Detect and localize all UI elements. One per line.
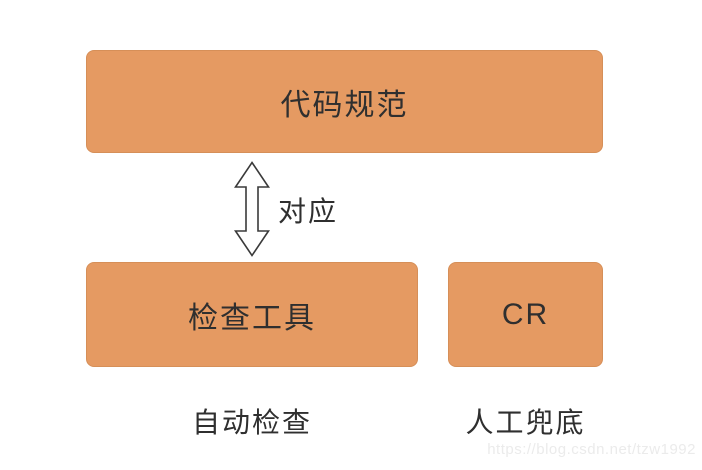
code-review-box: CR	[448, 262, 603, 367]
code-standard-box: 代码规范	[86, 50, 603, 153]
check-tool-box: 检查工具	[86, 262, 418, 367]
watermark-text: https://blog.csdn.net/tzw1992	[487, 441, 696, 458]
correspondence-label: 对应	[278, 196, 339, 227]
code-review-label: CR	[501, 297, 550, 331]
code-standard-label: 代码规范	[280, 88, 409, 122]
manual-fallback-caption: 人工兜底	[465, 407, 586, 438]
auto-check-caption: 自动检查	[191, 407, 312, 438]
check-tool-label: 检查工具	[188, 301, 316, 335]
double-vertical-arrow-icon	[233, 161, 271, 257]
